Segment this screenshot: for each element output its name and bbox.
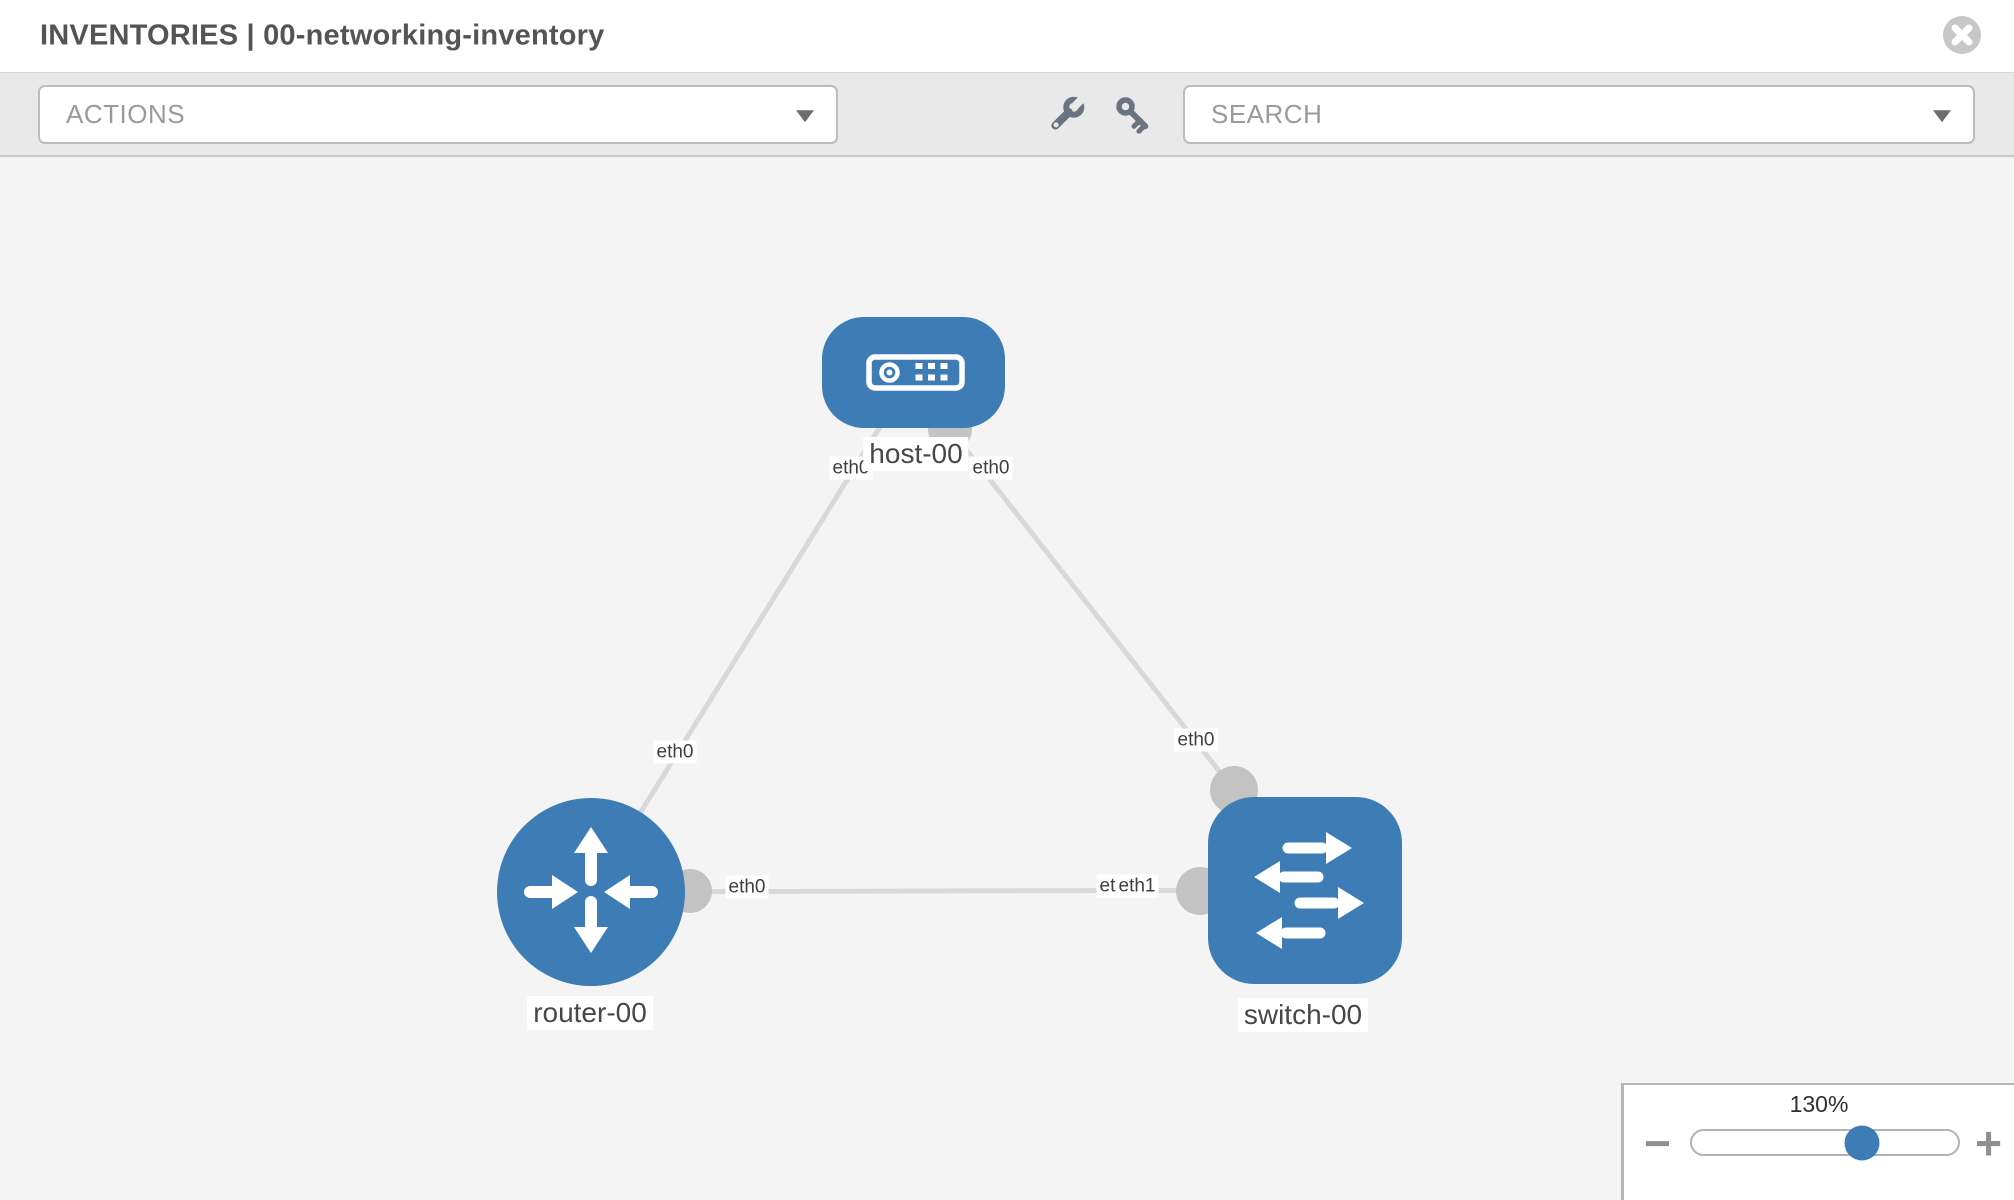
page-title: INVENTORIES | 00-networking-inventory xyxy=(40,19,605,52)
node-label-switch-00: switch-00 xyxy=(1237,998,1369,1032)
actions-dropdown[interactable]: ACTIONS xyxy=(38,85,838,144)
interface-label: eth1 xyxy=(1115,874,1159,898)
interface-label: eth0 xyxy=(1174,728,1218,752)
switch-icon xyxy=(1254,832,1364,949)
zoom-panel: 130% − + xyxy=(1621,1083,2014,1200)
router-icon xyxy=(524,827,658,953)
node-label-host-00: host-00 xyxy=(863,437,969,471)
topology-canvas[interactable]: eth0 eth0 eth0 eth0 eth0 eth0 eth1 host-… xyxy=(0,157,2014,1200)
toolbar: ACTIONS SEARCH xyxy=(0,72,2014,157)
node-router-00[interactable] xyxy=(497,798,685,986)
zoom-slider-track[interactable] xyxy=(1690,1125,1960,1160)
node-host-00[interactable] xyxy=(822,317,1005,428)
chevron-down-icon xyxy=(796,109,814,122)
close-icon xyxy=(1943,16,1981,54)
page-header: INVENTORIES | 00-networking-inventory xyxy=(0,0,2014,72)
node-switch-00[interactable] xyxy=(1208,797,1402,984)
chevron-down-icon xyxy=(1933,109,1951,122)
search-dropdown[interactable]: SEARCH xyxy=(1183,85,1975,144)
zoom-level-text: 130% xyxy=(1789,1091,1849,1117)
interface-label: eth0 xyxy=(725,875,769,899)
interface-label: eth0 xyxy=(829,456,873,480)
wrench-icon xyxy=(1051,95,1086,130)
interface-label: eth0 xyxy=(653,740,697,764)
actions-dropdown-label: ACTIONS xyxy=(66,99,186,129)
search-dropdown-label: SEARCH xyxy=(1211,99,1323,129)
close-button[interactable] xyxy=(1942,15,1982,55)
zoom-slider-thumb[interactable] xyxy=(1844,1125,1880,1160)
wrench-button[interactable] xyxy=(1040,87,1092,143)
host-icon xyxy=(866,354,965,391)
key-button[interactable] xyxy=(1108,87,1160,143)
interface-label: eth0 xyxy=(969,456,1013,480)
node-label-router-00: router-00 xyxy=(527,996,653,1030)
key-icon xyxy=(1116,97,1149,134)
